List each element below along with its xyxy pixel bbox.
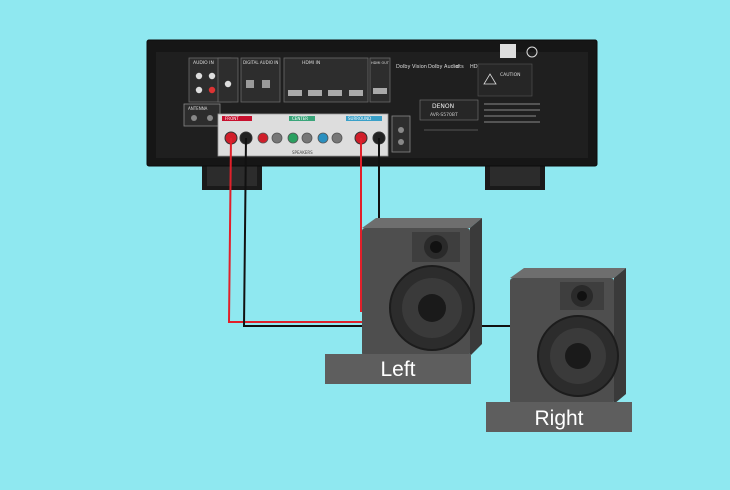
speaker-left-side (470, 218, 482, 356)
binding-post-red (257, 132, 269, 144)
speaker-right (510, 268, 626, 404)
hdmi-port (288, 90, 302, 96)
digital-audio-in-label: DIGITAL AUDIO IN (243, 60, 278, 65)
dolby-vision-logo: Dolby Vision (396, 64, 427, 70)
terminal-screw (398, 127, 404, 133)
wire-front-positive (227, 137, 362, 323)
wire-front-negative (242, 137, 362, 327)
center-section-header (289, 116, 315, 121)
surround-label: SURROUND (348, 116, 371, 121)
hdmi-port (308, 90, 322, 96)
receiver-foot-left-inner (207, 166, 257, 186)
speaker-right-side (614, 268, 626, 404)
binding-post-blue (317, 132, 329, 144)
hdmi-port (373, 88, 387, 94)
optical-port (246, 80, 254, 88)
center-label: CENTER (292, 116, 308, 121)
model-label: AVR-S570BT (430, 112, 458, 118)
binding-post-green (287, 132, 299, 144)
antenna-label: ANTENNA (188, 106, 208, 111)
warning-triangle-icon (483, 73, 497, 85)
tweeter-dome (577, 291, 587, 301)
optical-port (262, 80, 270, 88)
hdmi-logo: HDMI (470, 64, 483, 70)
zone-terminal-block (391, 115, 411, 153)
rca-jack (224, 80, 232, 88)
tweeter-dome (430, 241, 442, 253)
hdmi-out-label: HDMI OUT (371, 61, 390, 65)
rca-jack (195, 86, 203, 94)
antenna-terminal (191, 115, 197, 121)
sub-preout-block (217, 57, 239, 103)
right-speaker-label: Right (486, 402, 632, 432)
binding-post-black (301, 132, 313, 144)
woofer-dustcap (418, 294, 446, 322)
rca-jack (208, 86, 216, 94)
caution-label: CAUTION (500, 72, 521, 78)
hdmi-port (328, 90, 342, 96)
speaker-left (362, 218, 482, 356)
dts-logo: dts (456, 64, 464, 70)
speakers-label: SPEAKERS (292, 150, 313, 155)
brand-label: DENON (432, 103, 454, 110)
audio-in-label: AUDIO IN (193, 60, 214, 66)
receiver-foot-right-inner (490, 166, 540, 186)
terminal-screw (398, 139, 404, 145)
speaker-left-top (362, 218, 482, 228)
rca-jack (208, 72, 216, 80)
woofer-dustcap (565, 343, 591, 369)
surround-section-header (346, 116, 382, 121)
hdmi-in-label: HDMI IN (302, 60, 320, 66)
front-label: FRONT (225, 116, 239, 121)
caution-panel (477, 63, 533, 97)
dolby-audio-logo: Dolby Audio (428, 64, 458, 70)
rca-jack (195, 72, 203, 80)
binding-post-black (331, 132, 343, 144)
antenna-terminal (207, 115, 213, 121)
power-inlet (500, 44, 516, 58)
hdmi-port (349, 90, 363, 96)
model-plate (419, 99, 479, 121)
speaker-right-top (510, 268, 626, 278)
front-section-header (222, 116, 252, 121)
left-speaker-label: Left (325, 354, 471, 384)
certification-mark-icon (526, 46, 538, 58)
binding-post-black (271, 132, 283, 144)
